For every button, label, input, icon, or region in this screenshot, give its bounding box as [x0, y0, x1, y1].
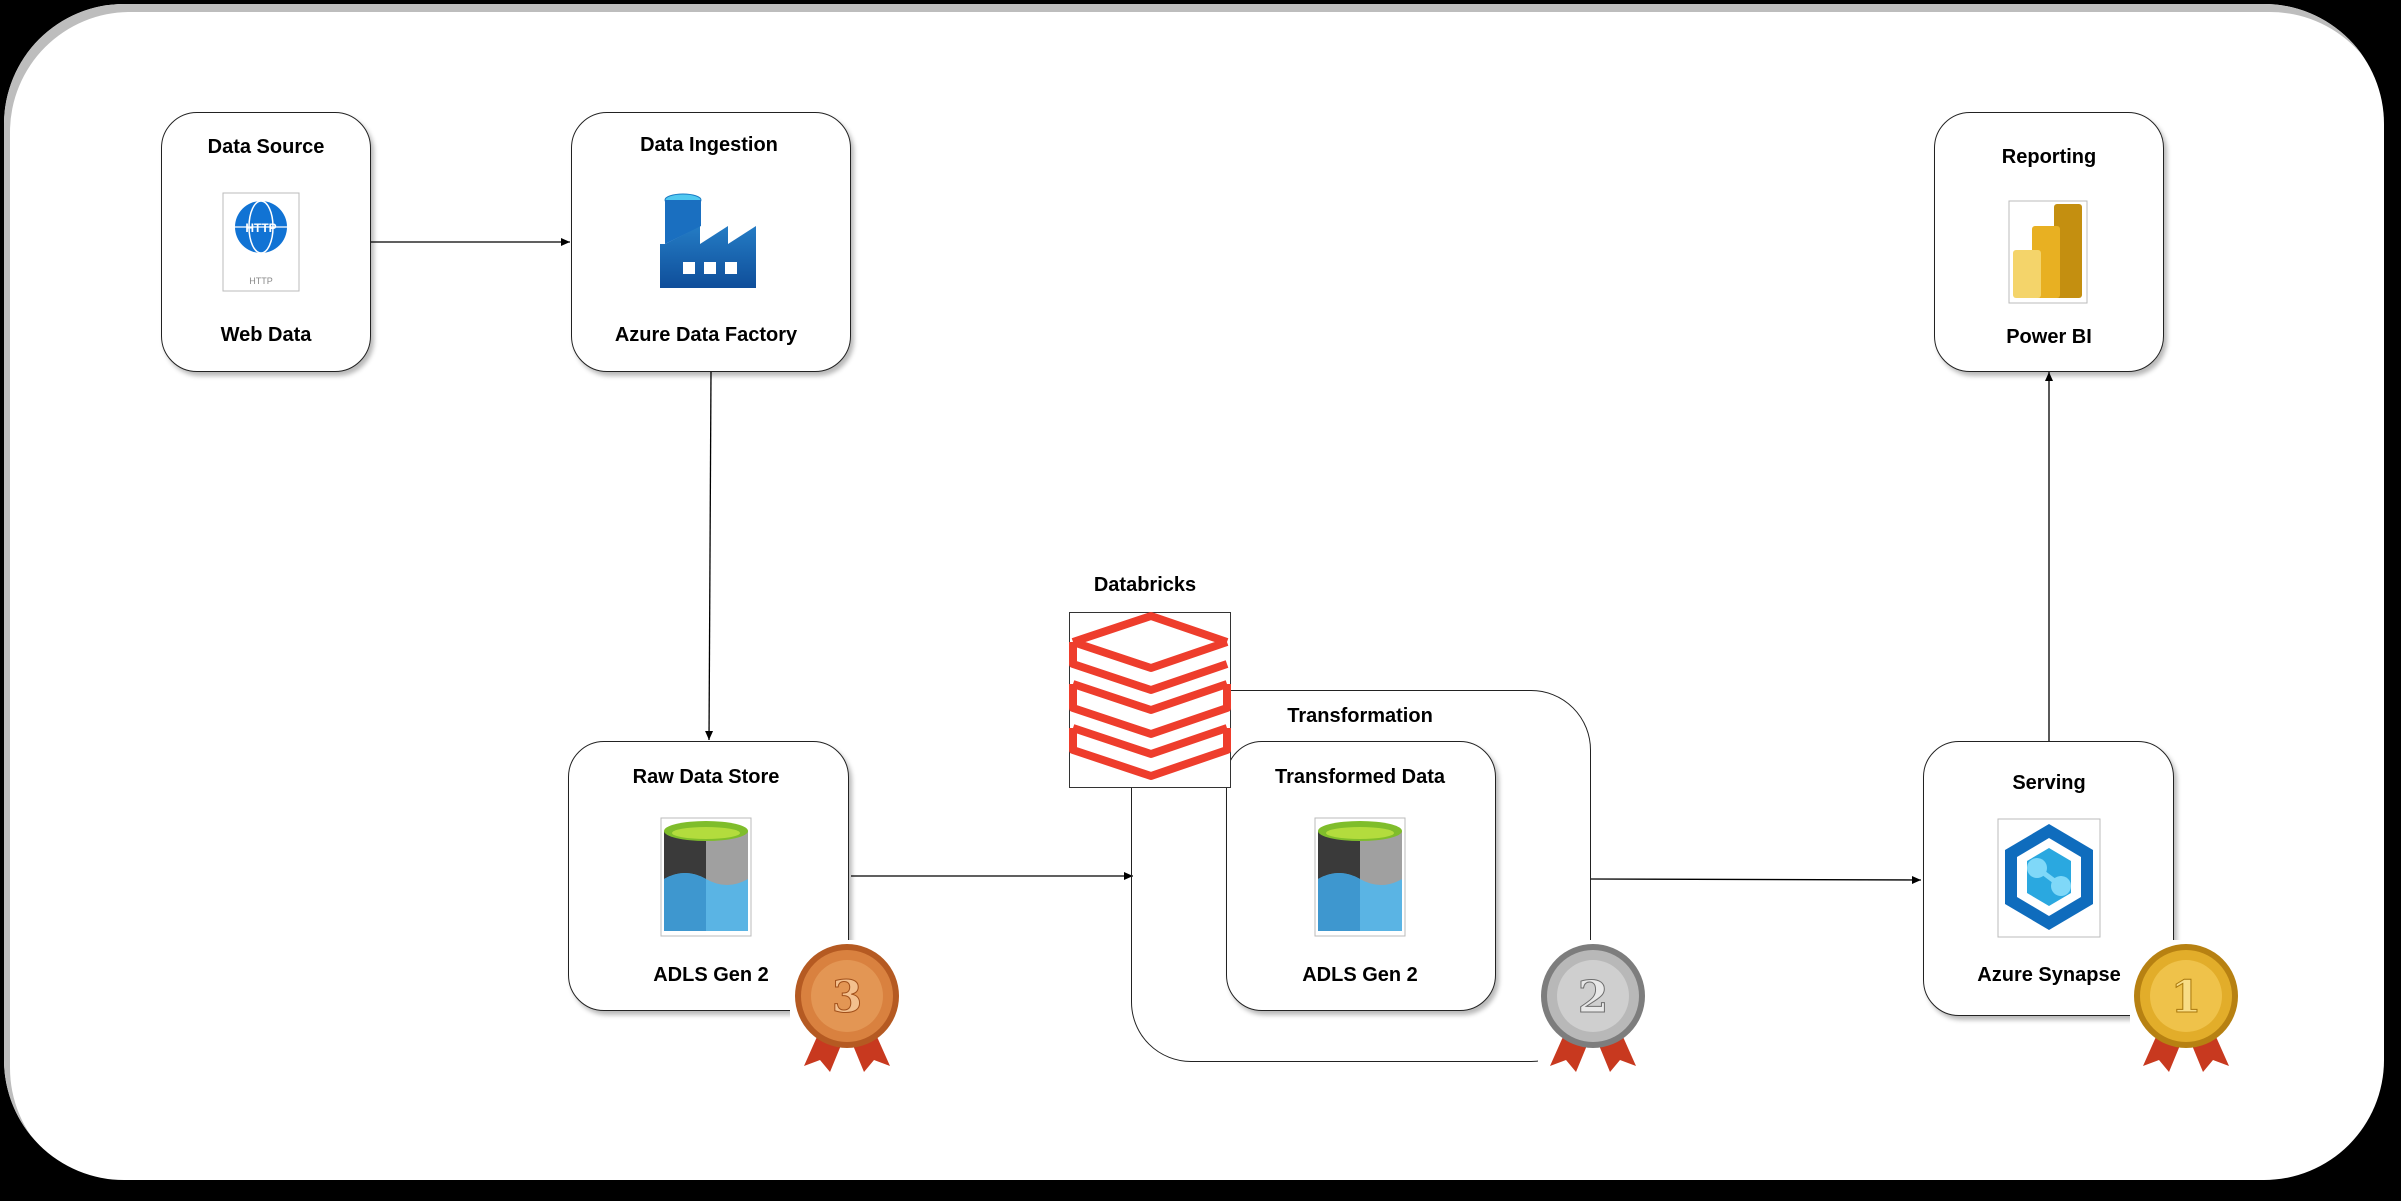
node-name: ADLS Gen 2 — [1302, 964, 1418, 986]
silver-medal-icon: 2 — [1538, 940, 1648, 1076]
gold-medal-icon: 1 — [2130, 940, 2242, 1076]
adls-gen2-icon — [1314, 817, 1406, 937]
node-title: Reporting — [2001, 146, 2097, 168]
http-icon-text: HTTP — [245, 221, 276, 235]
adls-gen2-icon — [660, 817, 752, 937]
node-title: Data Ingestion — [640, 134, 778, 156]
node-name: Azure Data Factory — [614, 324, 798, 346]
node-title: Transformed Data — [1274, 766, 1446, 788]
node-name: ADLS Gen 2 — [653, 964, 769, 986]
edge-transformation-to-serving — [1590, 875, 1922, 884]
node-data-ingestion — [571, 112, 851, 372]
node-name: Azure Synapse — [1977, 964, 2121, 986]
edge-ingestion-to-raw — [705, 371, 714, 741]
http-document-icon: HTTP HTTP — [222, 192, 300, 292]
node-title: Raw Data Store — [632, 766, 780, 788]
databricks-title: Databricks — [1093, 574, 1197, 596]
medal-number: 1 — [2171, 972, 2202, 1023]
node-title: Serving — [2012, 772, 2086, 794]
medal-number: 3 — [832, 972, 863, 1023]
databricks-icon — [1069, 612, 1231, 788]
node-name: Web Data — [220, 324, 312, 346]
node-name: Power BI — [2006, 326, 2092, 348]
node-title: Data Source — [207, 136, 325, 158]
medal-number: 2 — [1578, 972, 1609, 1023]
bronze-medal-icon: 3 — [790, 940, 904, 1076]
azure-synapse-icon — [1997, 818, 2101, 938]
azure-data-factory-icon — [658, 192, 758, 290]
group-title: Transformation — [1287, 705, 1433, 727]
power-bi-icon — [2008, 200, 2088, 304]
group-transformation — [1131, 690, 1591, 1062]
http-icon-caption: HTTP — [249, 276, 273, 286]
